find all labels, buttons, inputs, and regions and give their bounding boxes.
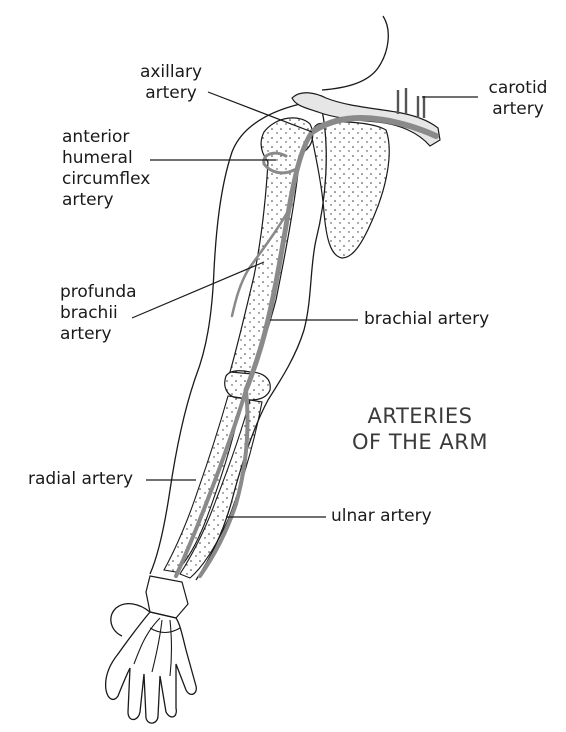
label-brachial-artery: brachial artery xyxy=(364,309,489,330)
neck-outline xyxy=(322,16,388,90)
label-ulnar-artery: ulnar artery xyxy=(331,506,432,527)
label-ahc-line1: anterior xyxy=(62,127,150,148)
label-carotid-artery: carotid artery xyxy=(478,78,558,120)
label-axillary-line2: artery xyxy=(134,83,208,104)
label-profunda-line1: profunda xyxy=(60,282,137,303)
hand-outline xyxy=(106,604,197,723)
label-profunda-line2: brachii xyxy=(60,303,137,324)
label-profunda-brachii-artery: profunda brachii artery xyxy=(60,282,137,345)
diagram-title: ARTERIES OF THE ARM xyxy=(336,403,504,455)
label-ahc-line3: circumflex xyxy=(62,169,150,190)
label-radial-artery: radial artery xyxy=(28,469,133,490)
label-axillary-line1: axillary xyxy=(134,62,208,83)
label-carotid-line2: artery xyxy=(478,99,558,120)
title-line1: ARTERIES xyxy=(336,403,504,429)
label-radial-text: radial artery xyxy=(28,469,133,489)
label-ulnar-text: ulnar artery xyxy=(331,506,432,526)
label-anterior-humeral-circumflex-artery: anterior humeral circumflex artery xyxy=(62,127,150,211)
scapula-bone xyxy=(312,122,389,258)
wrist-bones xyxy=(146,576,188,618)
label-axillary-artery: axillary artery xyxy=(134,62,208,104)
leader-profunda xyxy=(132,262,264,318)
title-line2: OF THE ARM xyxy=(336,429,504,455)
label-profunda-line3: artery xyxy=(60,324,137,345)
label-ahc-line4: artery xyxy=(62,190,150,211)
label-brachial-text: brachial artery xyxy=(364,309,489,329)
label-carotid-line1: carotid xyxy=(478,78,558,99)
label-ahc-line2: humeral xyxy=(62,148,150,169)
palmar-arteries xyxy=(134,618,180,676)
